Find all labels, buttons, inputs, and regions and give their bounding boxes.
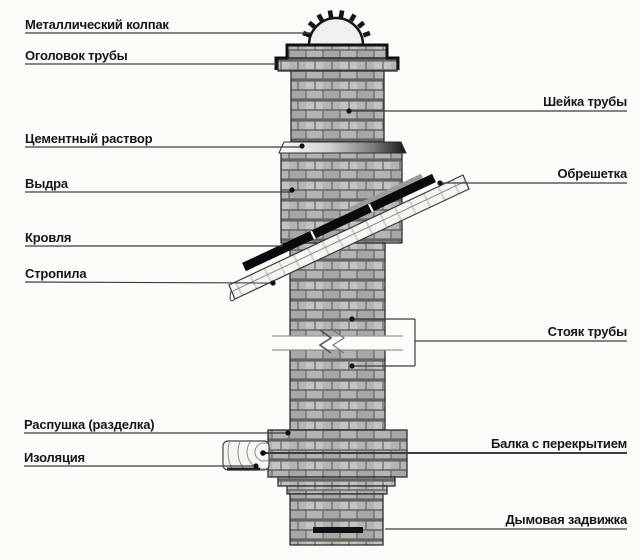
beam-shape <box>222 440 270 471</box>
chimney-neck-bricks <box>290 70 385 143</box>
metal-cap-shape <box>274 10 400 70</box>
label-chimney-head: Оголовок трубы <box>25 48 128 63</box>
roofing-black-band <box>242 173 436 272</box>
riser-lower-bricks <box>289 348 386 431</box>
label-cement-mortar: Цементный раствор <box>25 131 153 146</box>
leader-dots <box>253 108 443 469</box>
label-beam-ceiling: Балка с перекрытием <box>490 436 627 451</box>
label-metal-cap: Металлический колпак <box>25 17 169 32</box>
cap-metal-edging <box>274 43 400 70</box>
roof-assembly <box>228 173 470 302</box>
chimney-body <box>267 44 408 546</box>
label-roofing: Кровля <box>25 230 72 245</box>
label-raspushka: Распушка (разделка) <box>24 417 155 432</box>
ridge-strip <box>348 173 424 213</box>
label-chimney-neck: Шейка трубы <box>543 94 627 109</box>
leader-rafters <box>24 281 273 284</box>
label-rafters: Стропила <box>25 266 87 281</box>
cap-slab-bottom <box>277 57 398 72</box>
cement-band <box>278 141 407 154</box>
rafter-end-curve <box>229 290 236 302</box>
cap-slab-top <box>286 44 388 59</box>
label-insulation: Изоляция <box>24 450 85 465</box>
bottom-stack-bricks <box>289 493 384 546</box>
raspushka-step2 <box>286 485 388 495</box>
leader-lines <box>24 32 627 530</box>
leader-chimney-riser-bracket <box>352 318 627 367</box>
label-vydra: Выдра <box>25 176 68 191</box>
label-smoke-damper: Дымовая задвижка <box>505 512 627 527</box>
break-symbol <box>272 329 403 354</box>
rafter-lathing-board <box>228 174 470 300</box>
raspushka-step1 <box>277 476 396 487</box>
label-lathing: Обрешетка <box>557 166 627 181</box>
smoke-damper-bar <box>313 527 363 533</box>
label-chimney-riser: Стояк трубы <box>547 324 628 339</box>
